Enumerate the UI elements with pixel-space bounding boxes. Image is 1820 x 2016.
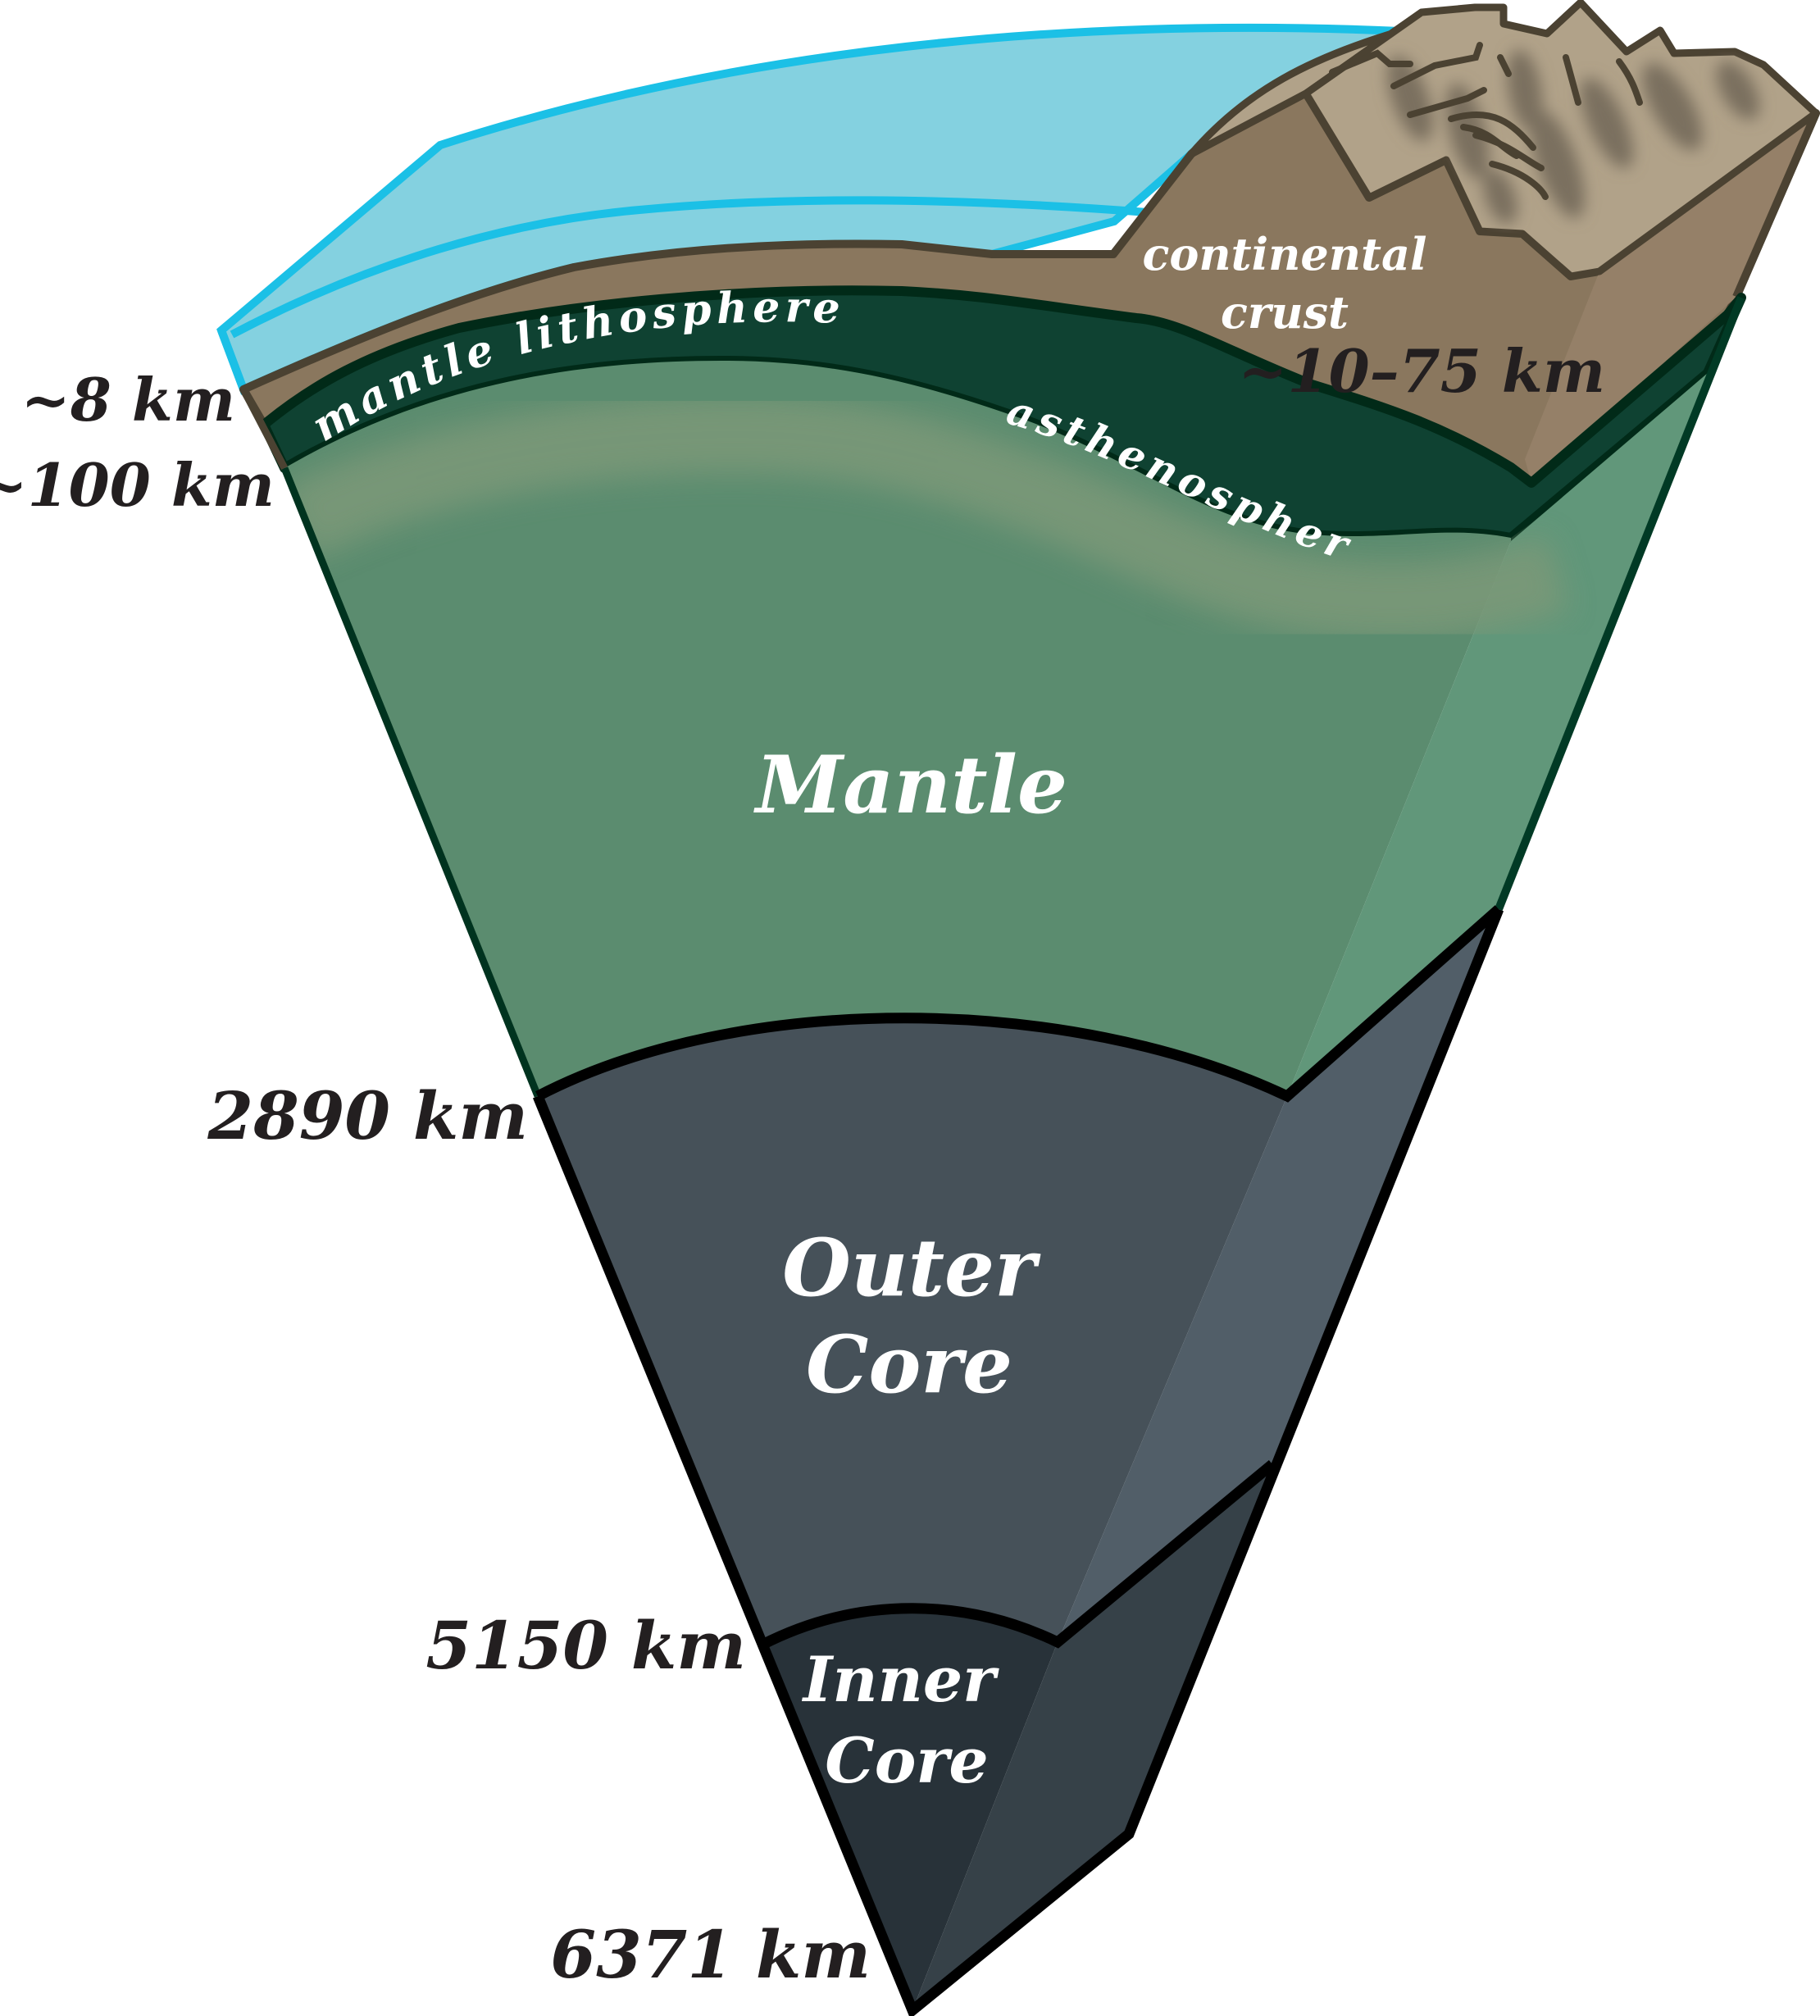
inner-core-label-line2: Core bbox=[825, 1724, 989, 1797]
crust-right-face bbox=[1525, 113, 1816, 483]
mantle-label: Mantle bbox=[753, 739, 1067, 831]
depth-label-core-mantle-boundary: 2890 km bbox=[207, 1077, 528, 1154]
mountain-ridges bbox=[1329, 42, 1643, 200]
outer-core-label-line1: Outer bbox=[782, 1222, 1041, 1314]
ocean-inner-edge bbox=[230, 196, 1149, 339]
continental-crust-label-line1: continental bbox=[1143, 228, 1427, 280]
depth-label-lithosphere: ~100 km bbox=[0, 450, 275, 520]
inner-core-boundary bbox=[760, 1459, 1276, 1650]
depth-label-continental-crust: ~10–75 km bbox=[1238, 336, 1605, 406]
depth-label-oceanic-crust: ~8 km bbox=[20, 365, 235, 435]
outer-core-front bbox=[538, 1017, 1287, 1645]
mountains bbox=[1187, 0, 1820, 280]
outer-core bbox=[535, 905, 1503, 1645]
continental-crust-label-line2: crust bbox=[1221, 286, 1349, 339]
mantle-left-edge bbox=[280, 466, 542, 1098]
lithosphere-left-edge bbox=[240, 387, 288, 471]
inner-core-right-face bbox=[912, 1464, 1272, 2010]
ocean-left-edge bbox=[217, 329, 248, 391]
core-mantle-boundary bbox=[535, 905, 1503, 1103]
inner-core bbox=[760, 1459, 1276, 2010]
outer-core-label-line2: Core bbox=[806, 1318, 1012, 1411]
outer-core-right-face bbox=[1058, 909, 1499, 1642]
core-outline bbox=[532, 907, 1504, 2016]
depth-label-inner-core-boundary: 5150 km bbox=[425, 1607, 746, 1684]
asthenosphere-band bbox=[284, 395, 1569, 640]
depth-label-center: 6371 km bbox=[550, 1916, 871, 1993]
mantle bbox=[240, 296, 1745, 1098]
mantle-right-edge bbox=[1495, 296, 1745, 911]
mantle-right-face bbox=[1287, 298, 1741, 1096]
inner-core-label-line1: Inner bbox=[802, 1643, 999, 1716]
inner-core-front bbox=[762, 1608, 1058, 2010]
mountain-shading bbox=[1387, 49, 1760, 225]
crust-right-edge bbox=[1732, 111, 1820, 298]
